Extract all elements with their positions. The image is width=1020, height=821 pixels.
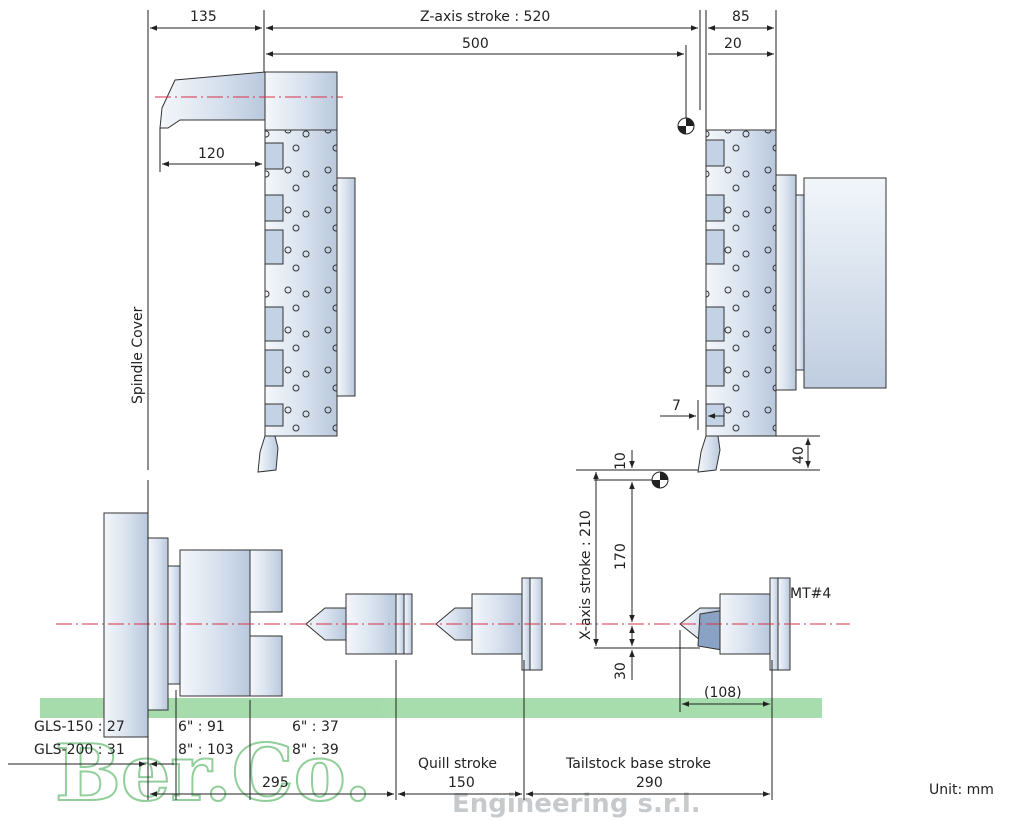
- watermark-brand: Ber.Co.: [55, 728, 372, 819]
- watermark-band: [40, 698, 822, 718]
- dim-chuck8-a: 8" : 103: [178, 742, 234, 758]
- dim-170: 170: [613, 543, 629, 570]
- dim-gls200: GLS-200 : 31: [34, 742, 125, 758]
- dim-108: (108): [704, 685, 742, 701]
- right-turret-flange: [775, 174, 797, 391]
- reference-mark-bottom: [651, 471, 669, 489]
- dim-20: 20: [724, 36, 742, 52]
- chuck-adapter: [167, 565, 181, 685]
- unit-label: Unit: mm: [929, 782, 994, 798]
- dim-295: 295: [262, 775, 289, 791]
- dim-chuck8-b: 8" : 39: [292, 742, 339, 758]
- dim-10: 10: [613, 452, 629, 470]
- dim-z-stroke: Z-axis stroke : 520: [420, 9, 550, 25]
- dim-85: 85: [732, 9, 750, 25]
- dim-gls150: GLS-150 : 27: [34, 719, 125, 735]
- spindle-chuck: [103, 512, 283, 738]
- dim-7: 7: [672, 398, 681, 414]
- chuck-jaw-lower: [249, 635, 283, 697]
- label-tailstock-stroke: Tailstock base stroke: [565, 756, 711, 772]
- dim-500: 500: [462, 36, 489, 52]
- dim-chuck6-b: 6" : 37: [292, 719, 339, 735]
- dimension-lines: [8, 10, 820, 800]
- right-stations: [705, 139, 725, 427]
- right-turret-collar: [795, 194, 805, 371]
- left-lower-tool: [257, 435, 279, 473]
- dim-40: 40: [791, 446, 807, 464]
- dim-135: 135: [190, 9, 217, 25]
- right-lower-tool: [697, 435, 721, 473]
- dim-120: 120: [198, 146, 225, 162]
- watermark: Ber.Co. Engineering s.r.l.: [40, 698, 822, 820]
- spindle-flange: [103, 512, 149, 738]
- left-turret-body-pattern: [265, 130, 337, 436]
- center-lines: [56, 96, 850, 625]
- left-turret-head: [264, 71, 338, 131]
- label-mt4: MT#4: [790, 586, 831, 602]
- label-quill-stroke: Quill stroke: [418, 756, 497, 772]
- dim-150: 150: [448, 775, 475, 791]
- left-stations: [264, 142, 284, 427]
- left-tool-holder: [159, 71, 266, 129]
- left-turret-rear-plate: [336, 177, 356, 397]
- label-spindle-cover: Spindle Cover: [130, 306, 146, 404]
- chuck-jaw-upper: [249, 549, 283, 613]
- right-turret: [697, 129, 887, 473]
- right-turret-body-pattern: [706, 130, 776, 436]
- chuck-body: [179, 549, 251, 697]
- right-turret-motor: [803, 177, 887, 389]
- reference-mark-top: [677, 117, 695, 135]
- dim-30: 30: [613, 662, 629, 680]
- dim-290: 290: [636, 775, 663, 791]
- dim-x-stroke: X-axis stroke : 210: [578, 510, 594, 640]
- left-turret: [159, 71, 356, 473]
- dim-chuck6-a: 6" : 91: [178, 719, 225, 735]
